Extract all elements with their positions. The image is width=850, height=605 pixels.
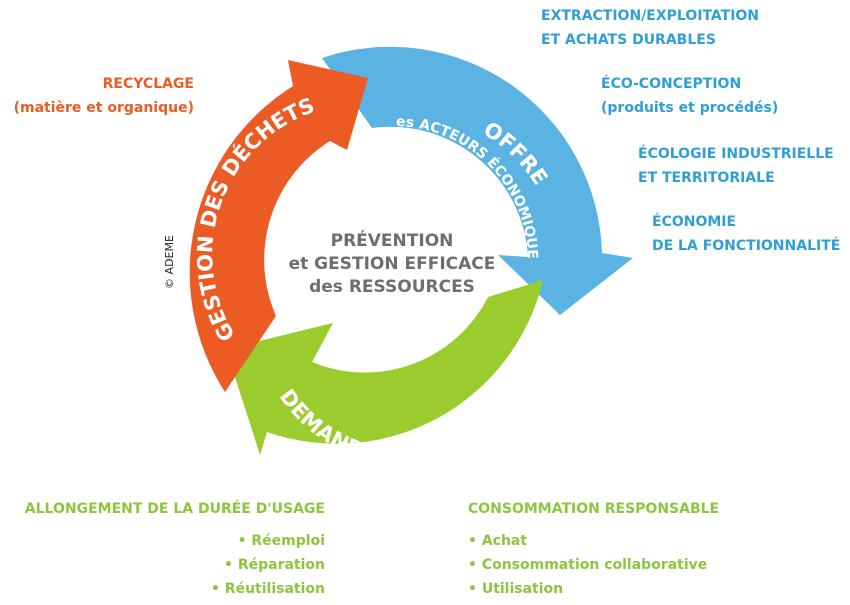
recyclage-line-2: (matière et organique) bbox=[13, 100, 194, 116]
allongement-title: ALLONGEMENT DE LA DURÉE D'USAGE bbox=[24, 501, 325, 517]
consommation-item-2: • Consommation collaborative bbox=[468, 557, 708, 573]
recyclage-label: RECYCLAGE (matière et organique) bbox=[14, 72, 194, 120]
allongement-item-3: • Réutilisation bbox=[210, 581, 325, 597]
consommation-item-3: • Utilisation bbox=[468, 581, 564, 597]
consommation-block: CONSOMMATION RESPONSABLE • Achat • Conso… bbox=[468, 497, 719, 601]
offre-item-4-line-1: ÉCONOMIE bbox=[652, 214, 737, 230]
offre-item-3-line-1: ÉCOLOGIE INDUSTRIELLE bbox=[638, 146, 834, 162]
recyclage-line-1: RECYCLAGE bbox=[102, 76, 194, 92]
offre-item-2-line-1: ÉCO-CONCEPTION bbox=[601, 76, 742, 92]
consommation-item-1: • Achat bbox=[468, 533, 528, 549]
gestion-arrow bbox=[189, 60, 368, 392]
offre-arrow bbox=[322, 46, 633, 316]
offre-item-2-line-2: (produits et procédés) bbox=[601, 100, 779, 116]
offre-item-3: ÉCOLOGIE INDUSTRIELLE ET TERRITORIALE bbox=[638, 142, 834, 190]
offre-item-4: ÉCONOMIE DE LA FONCTIONNALITÉ bbox=[652, 210, 840, 258]
center-line-1: PRÉVENTION bbox=[331, 229, 454, 251]
center-line-3: des RESSOURCES bbox=[309, 277, 475, 297]
consommation-title: CONSOMMATION RESPONSABLE bbox=[468, 501, 720, 517]
center-line-2: et GESTION EFFICACE bbox=[289, 254, 496, 274]
allongement-item-2: • Réparation bbox=[224, 557, 325, 573]
offre-item-3-line-2: ET TERRITORIALE bbox=[638, 170, 775, 186]
offre-item-2: ÉCO-CONCEPTION (produits et procédés) bbox=[601, 72, 778, 120]
copyright-text: © ADEME bbox=[163, 235, 176, 289]
offre-item-1: EXTRACTION/EXPLOITATION ET ACHATS DURABL… bbox=[541, 4, 759, 52]
demande-arrow bbox=[226, 280, 543, 455]
allongement-item-1: • Réemploi bbox=[237, 533, 325, 549]
allongement-block: ALLONGEMENT DE LA DURÉE D'USAGE • Réempl… bbox=[25, 497, 325, 601]
offre-item-1-line-2: ET ACHATS DURABLES bbox=[541, 32, 716, 48]
offre-item-1-line-1: EXTRACTION/EXPLOITATION bbox=[541, 8, 760, 24]
offre-item-4-line-2: DE LA FONCTIONNALITÉ bbox=[652, 238, 841, 254]
